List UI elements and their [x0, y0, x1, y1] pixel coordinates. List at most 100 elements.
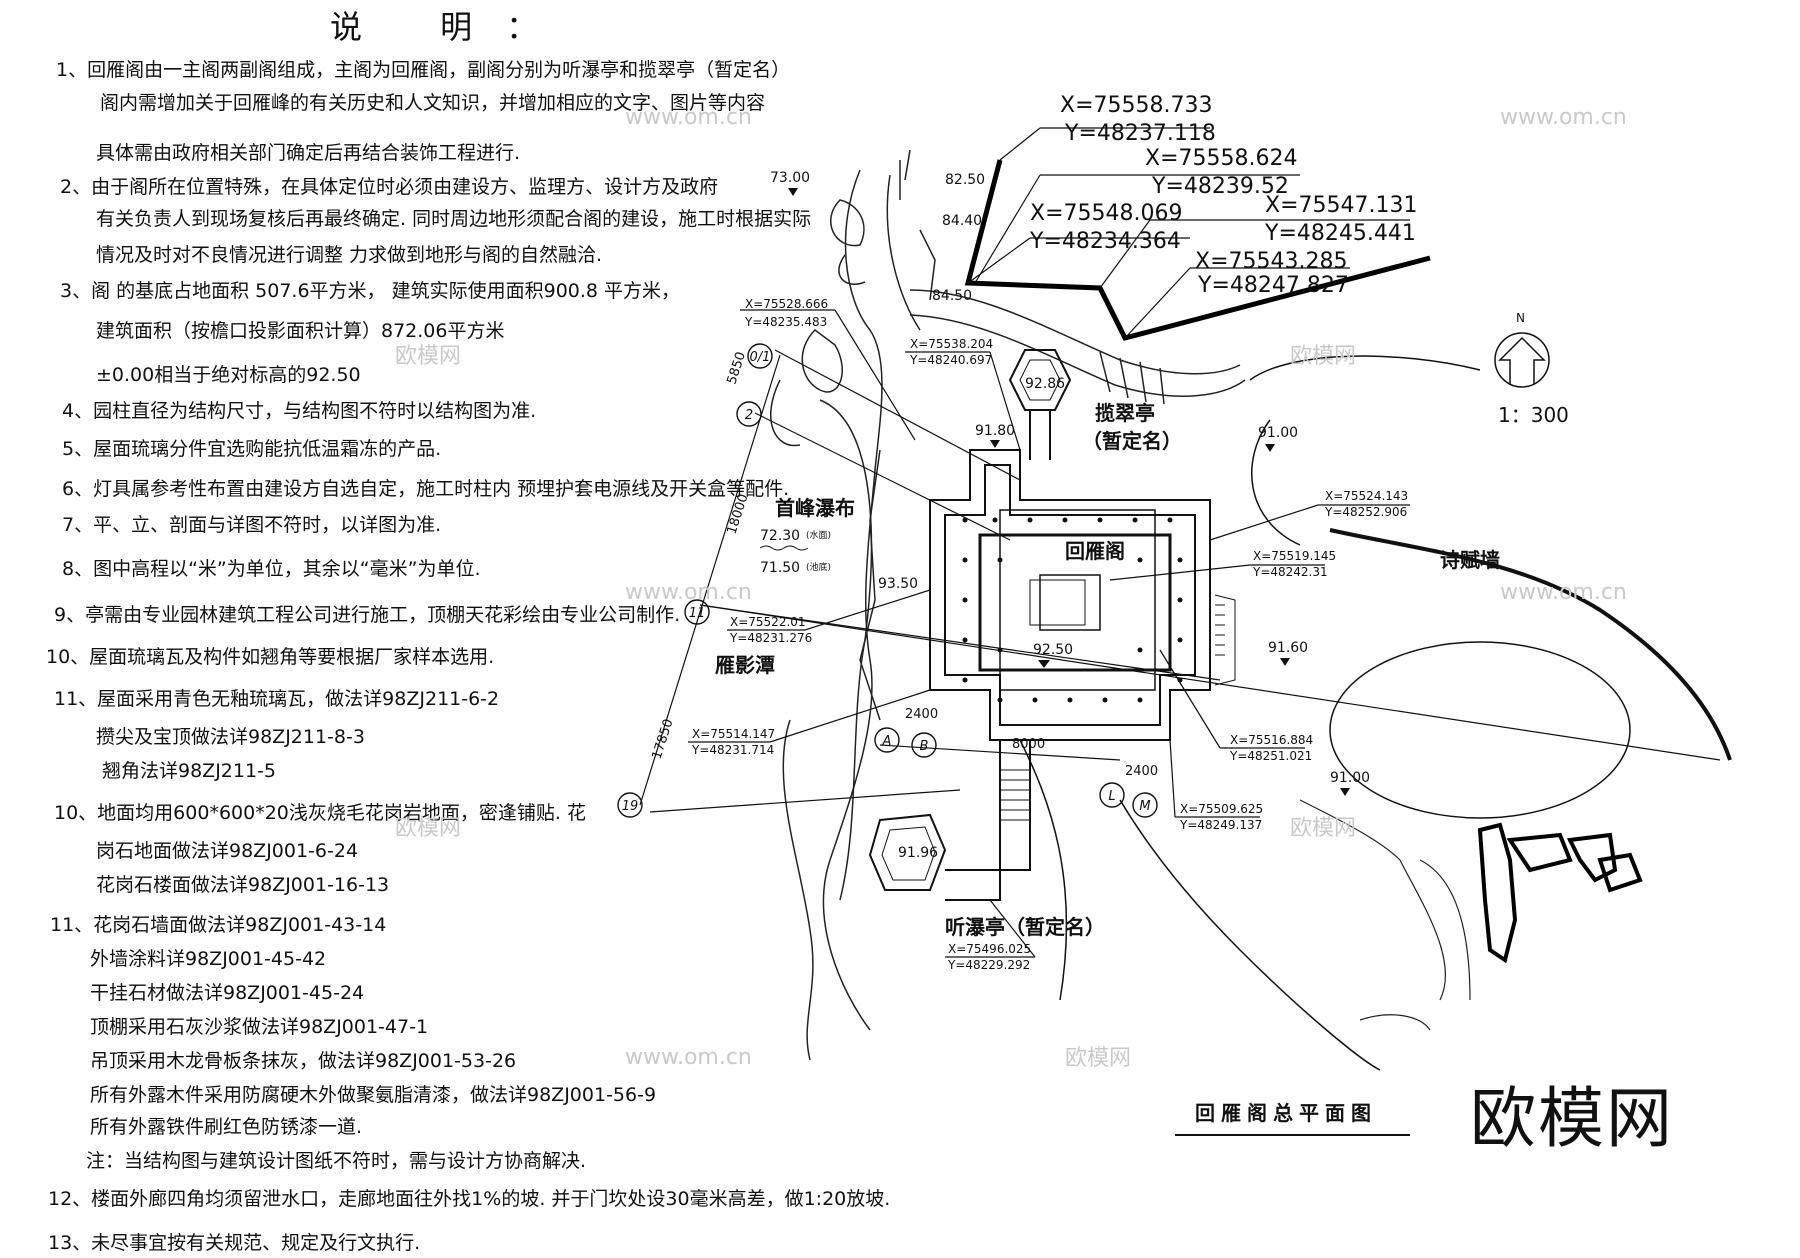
- note-line: 11、花岗石墙面做法详98ZJ001-43-14: [50, 914, 387, 936]
- coord-y: Y=48231.276: [729, 631, 812, 645]
- water-level-value: 72.30: [760, 528, 800, 544]
- coord-x: X=75524.143: [1325, 489, 1408, 503]
- coord-x: X=75514.147: [692, 727, 775, 741]
- column-dots: [962, 517, 1183, 703]
- watermark: www.om.cn: [625, 105, 752, 130]
- note-line: 12、楼面外廊四角均须留泄水口，走廊地面往外找1%的坡. 并于门坎处设30毫米高…: [48, 1188, 891, 1210]
- coord-x: X=75538.204: [910, 337, 993, 351]
- drawing-title: 回雁阁总平面图: [1195, 1101, 1377, 1125]
- coord-y: Y=48245.441: [1264, 221, 1416, 246]
- elevation-label: 91.00: [1258, 425, 1298, 441]
- label-pond: 雁影潭: [715, 653, 775, 677]
- east-landscape: [1019, 355, 1732, 1071]
- axis-label: 2: [745, 408, 753, 423]
- dimension-value: 8000: [1012, 737, 1045, 752]
- axis-label: B: [920, 739, 929, 754]
- coord-x: X=75516.884: [1230, 733, 1313, 747]
- note-line: 干挂石材做法详98ZJ001-45-24: [90, 982, 365, 1004]
- watermark: 欧模网: [395, 816, 462, 841]
- watermark: www.om.cn: [1500, 580, 1627, 605]
- note-line: 岗石地面做法详98ZJ001-6-24: [96, 840, 359, 862]
- axis-bubble-labels: 0/1 2 11 19 A B L M: [622, 350, 1151, 814]
- axis-bubbles: [617, 343, 1158, 818]
- elevation-label: 92.50: [1033, 642, 1073, 658]
- coord-y: Y=48242.31: [1252, 565, 1328, 579]
- watermark: 欧模网: [395, 344, 462, 369]
- place-labels: 揽翠亭 （暂定名） 回雁阁 首峰瀑布 雁影潭 诗赋墙 听瀑亭（暂定名）: [715, 401, 1500, 939]
- note-line: 花岗石楼面做法详98ZJ001-16-13: [96, 874, 390, 896]
- label-tingpu: 听瀑亭（暂定名）: [945, 915, 1105, 939]
- note-line: 顶棚采用石灰沙浆做法详98ZJ001-47-1: [90, 1016, 429, 1038]
- elevation-label: 84.40: [942, 213, 982, 229]
- coord-x: X=75509.625: [1180, 802, 1263, 816]
- dimension-labels: 5850 18000 17850 2400 8000 2400: [650, 350, 1159, 779]
- note-line: 8、图中高程以“米”为单位，其余以“毫米”为单位.: [62, 558, 481, 580]
- coord-x: X=75543.285: [1195, 249, 1347, 274]
- watermark: www.om.cn: [625, 580, 752, 605]
- watermark: 欧模网: [1290, 816, 1357, 841]
- note-line: 7、平、立、剖面与详图不符时，以详图为准.: [62, 514, 442, 536]
- dimension-chain: [639, 349, 1721, 813]
- note-line: 阁内需增加关于回雁峰的有关历史和人文知识，并增加相应的文字、图片等内容: [100, 92, 766, 114]
- elevation-label: 91.60: [1268, 640, 1308, 656]
- coord-x: X=75548.069: [1030, 201, 1182, 226]
- coord-x: X=75496.025: [948, 942, 1031, 956]
- note-line: 注：当结构图与建筑设计图纸不符时，需与设计方协商解决.: [86, 1150, 587, 1172]
- axis-label: A: [882, 734, 892, 749]
- label-main-pavilion: 回雁阁: [1065, 539, 1125, 563]
- coordinate-labels: X=75558.733 Y=48237.118 X=75558.624 Y=48…: [691, 93, 1417, 972]
- label-waterfall: 首峰瀑布: [775, 496, 855, 520]
- water-level-note: (池底): [806, 561, 831, 573]
- note-line: 1、回雁阁由一主阁两副阁组成，主阁为回雁阁，副阁分别为听瀑亭和揽翠亭（暂定名）: [56, 59, 791, 81]
- note-line: 有关负责人到现场复核后再最终确定. 同时周边地形须配合阁的建设，施工时根据实际: [96, 208, 812, 230]
- coord-y: Y=48251.021: [1229, 749, 1312, 763]
- axis-label: 19: [622, 799, 639, 814]
- note-line: 4、园柱直径为结构尺寸，与结构图不符时以结构图为准.: [62, 400, 537, 422]
- elevation-label: 84.50: [932, 288, 972, 304]
- note-line: 13、未尽事宜按有关规范、规定及行文执行.: [48, 1232, 421, 1254]
- rock-terrain: [770, 149, 936, 1061]
- axis-label: M: [1139, 799, 1150, 814]
- coord-y: Y=48237.118: [1064, 121, 1216, 146]
- water-levels: 72.30 (水面) 71.50 (池底): [759, 528, 831, 576]
- notes-panel: 说 明： 1、回雁阁由一主阁两副阁组成，主阁为回雁阁，副阁分别为听瀑亭和揽翠亭（…: [0, 0, 890, 1258]
- elevation-label: 91.00: [1330, 770, 1370, 786]
- note-line: 攒尖及宝顶做法详98ZJ211-8-3: [96, 726, 365, 748]
- coord-x: X=75558.733: [1060, 93, 1212, 118]
- note-line: 所有外露铁件刷红色防锈漆一道.: [90, 1116, 363, 1138]
- note-line: ±0.00相当于绝对标高的92.50: [96, 364, 361, 386]
- elevation-label: 91.80: [975, 423, 1015, 439]
- coord-y: Y=48235.483: [744, 315, 827, 329]
- axis-label: L: [1108, 789, 1115, 804]
- note-line: 外墙涂料详98ZJ001-45-42: [90, 948, 327, 970]
- note-line: 11、屋面采用青色无釉琉璃瓦，做法详98ZJ211-6-2: [54, 688, 500, 710]
- note-line: 所有外露木件采用防腐硬木外做聚氨脂清漆，做法详98ZJ001-56-9: [90, 1084, 657, 1106]
- brand-logo: 欧模网: [1470, 1080, 1674, 1157]
- dimension-value: 2400: [1125, 764, 1158, 779]
- notes-title: 说 明：: [330, 8, 573, 46]
- elevation-label: 93.50: [878, 576, 918, 592]
- coord-y: Y=48239.52: [1151, 174, 1289, 199]
- elevation-marks: 73.00 82.50 84.40 84.50 92.86 91.80 91.0…: [770, 170, 1370, 861]
- note-line: 2、由于阁所在位置特殊，在具体定位时必须由建设方、监理方、设计方及政府: [60, 176, 719, 198]
- water-level-note: (水面): [806, 529, 831, 541]
- note-line: 3、阁 的基底占地面积 507.6平方米， 建筑实际使用面积900.8 平方米，: [60, 280, 681, 302]
- main-pavilion: [929, 449, 1236, 741]
- coord-x: X=75558.624: [1145, 146, 1297, 171]
- note-line: 具体需由政府相关部门确定后再结合装饰工程进行.: [96, 142, 521, 164]
- note-line: 建筑面积（按檐口投影面积计算）872.06平方米: [96, 320, 505, 342]
- coord-y: Y=48249.137: [1179, 818, 1262, 832]
- watermark: 欧模网: [1065, 1046, 1132, 1071]
- dimension-value: 18000: [725, 492, 752, 536]
- watermark: www.om.cn: [1500, 105, 1627, 130]
- north-label: N: [1516, 311, 1525, 325]
- note-line: 翘角法详98ZJ211-5: [102, 760, 277, 782]
- tingpu-pavilion: [868, 740, 1031, 901]
- dimension-value: 5850: [725, 350, 749, 386]
- label-lancui-note: （暂定名）: [1082, 429, 1182, 453]
- axis-label: 11: [689, 606, 706, 621]
- coord-y: Y=48231.714: [691, 743, 774, 757]
- elevation-label: 73.00: [770, 170, 810, 186]
- coord-y: Y=48229.292: [947, 958, 1030, 972]
